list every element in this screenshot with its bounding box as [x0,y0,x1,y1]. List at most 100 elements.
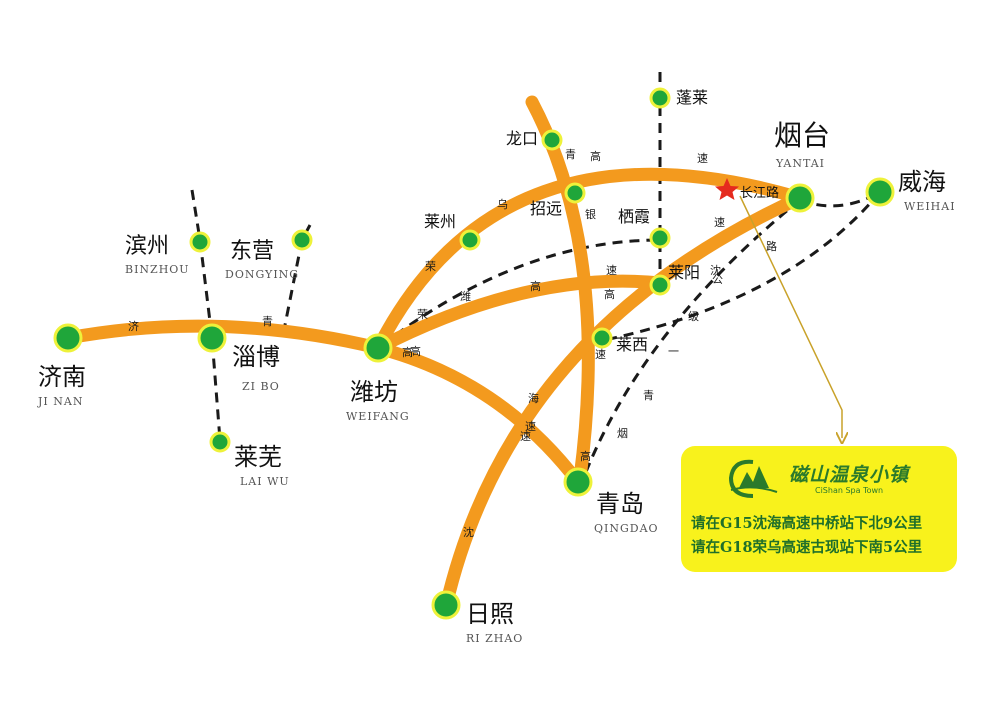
city-name-longkou: 龙口 [506,129,538,148]
city-node-longkou [541,129,563,151]
highway-shenhai [439,191,807,613]
city-name-yantai: 烟台 [774,119,830,152]
road-label-char: 青 [565,148,576,161]
city-qixia: 栖霞 [618,207,671,249]
city-pinyin-rizhao: RI ZHAO [466,632,523,645]
city-name-zibo: 淄博 [232,343,280,371]
city-dongying: 东营 DONGYING [225,229,313,281]
city-node-zhaoyuan [564,182,586,204]
road-label-char: 高 [604,287,615,301]
city-weihai: 威海 WEIHAI [865,168,956,213]
city-pinyin-weifang: WEIFANG [346,410,410,423]
city-pinyin-qingdao: QINGDAO [594,522,659,535]
road-label-char: 级 [688,310,699,323]
city-node-laixi [591,327,613,349]
road-label-char: 一 [668,345,679,358]
road-label-char: 高 [530,279,541,293]
directions-line-1: 请在G15沈海高速中桥站下北9公里 [691,515,923,532]
city-pinyin-binzhou: BINZHOU [125,263,190,276]
directions-line-2: 请在G18荣乌高速古现站下南5公里 [691,539,923,556]
dashed-road-weifang-qixia [381,238,661,347]
road-label-char: 海 [528,391,539,405]
brand-name-cn: 磁山温泉小镇 [789,464,910,486]
road-label-char: 济 [128,319,139,333]
city-name-laixi: 莱西 [616,335,648,354]
road-label-char: 荣 [425,260,436,273]
brand-name-en: CiShan Spa Town [815,486,884,495]
city-name-qixia: 栖霞 [618,207,650,226]
road-label-char: 速 [714,216,725,229]
city-rizhao: 日照 RI ZHAO [431,590,523,645]
city-pinyin-zibo: ZI BO [242,380,280,393]
road-label-char: 高 [590,149,601,163]
info-box: 磁山温泉小镇 CiShan Spa Town 请在G15沈海高速中桥站下北9公里… [681,446,957,572]
city-laixi: 莱西 [591,327,648,354]
city-node-zibo [197,323,227,353]
road-label-char: 速 [520,430,531,443]
city-longkou: 龙口 [506,129,563,151]
city-node-laizhou [459,229,481,251]
city-pinyin-weihai: WEIHAI [904,200,956,213]
city-name-weihai: 威海 [898,168,946,196]
cishan-logo-icon [728,459,778,498]
city-node-weifang [363,333,393,363]
city-penglai: 蓬莱 [649,87,708,109]
city-name-binzhou: 滨州 [125,234,169,259]
city-name-dongying: 东营 [230,239,274,264]
city-name-rizhao: 日照 [466,600,514,628]
city-name-weifang: 潍坊 [350,378,398,406]
city-node-qixia [649,227,671,249]
road-label-char: 高 [410,344,421,358]
city-pinyin-jinan: JI NAN [37,395,83,408]
city-node-qingdao [563,467,593,497]
city-node-yantai [785,183,815,213]
city-node-dongying [291,229,313,251]
city-name-qingdao: 青岛 [596,490,644,518]
city-zibo: 淄博 ZI BO [197,323,280,393]
city-laizhou: 莱州 [424,212,481,251]
city-node-rizhao [431,590,461,620]
dashed-road-binzhou-laiwu [190,189,222,441]
city-pinyin-dongying: DONGYING [225,268,299,281]
city-node-laiwu [209,431,231,453]
city-node-binzhou [189,231,211,253]
city-node-penglai [649,87,671,109]
city-yantai: 烟台 YANTAI [774,119,830,213]
road-labels: 济青高速青银高速荣乌高速荣潍高速沈海高速沈烟青一级公路高速 [128,148,777,539]
city-zhaoyuan: 招远 [530,182,586,218]
road-label-char: 乌 [497,197,508,211]
road-label-char: 烟 [617,426,628,440]
road-label-char: 速 [697,152,708,165]
city-pinyin-yantai: YANTAI [775,157,825,170]
city-qingdao: 青岛 QINGDAO [563,467,659,535]
road-label-char: 路 [766,240,777,253]
city-name-laiwu: 莱芜 [234,443,282,471]
city-name-laizhou: 莱州 [424,212,456,231]
city-laiwu: 莱芜 LAI WU [209,431,290,488]
road-label-char: 沈 [463,525,474,539]
highway-rongwu [371,167,807,355]
city-weifang: 潍坊 WEIFANG [346,333,410,423]
road-label-char: 青 [262,315,273,328]
city-node-laiyang [649,274,671,296]
city-pinyin-laiwu: LAI WU [240,475,290,488]
dashed-road-weihai-laixi [604,191,882,342]
road-label-char: 银 [585,207,596,221]
city-node-weihai [865,177,895,207]
road-label-char: 公 [712,273,723,286]
highway-rongwei [371,274,667,355]
road-label-char: 潍 [460,290,471,303]
road-label-char: 速 [606,264,617,277]
star-icon [715,178,739,200]
road-label-char: 速 [595,348,606,361]
road-label-char: 高 [402,345,413,359]
city-node-jinan [53,323,83,353]
landmark-marker: 长江路 [715,178,779,201]
road-label-char: 荣 [417,308,428,321]
road-label-char: 青 [643,389,654,402]
city-name-zhaoyuan: 招远 [530,199,562,218]
pointer-line [739,195,842,438]
